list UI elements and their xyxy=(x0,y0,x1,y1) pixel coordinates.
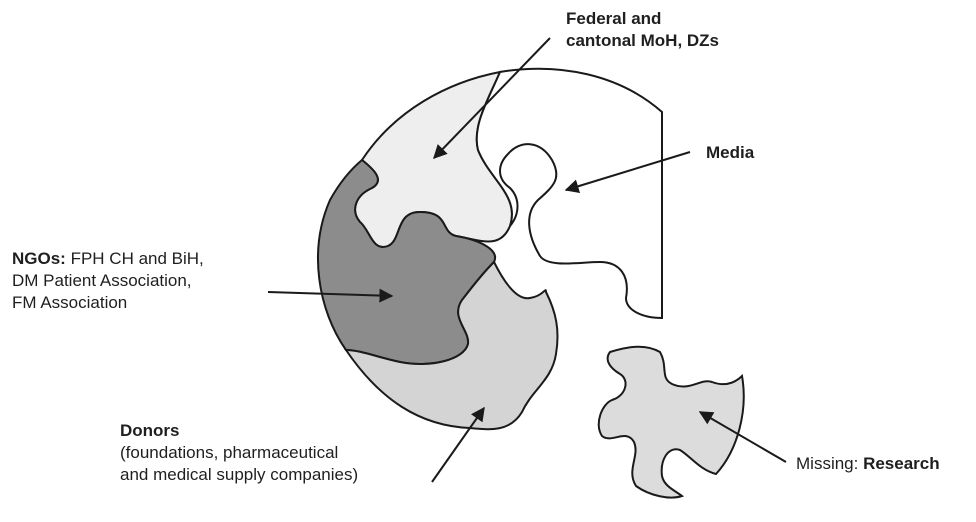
puzzle-piece-media xyxy=(475,67,663,320)
donors-label-line3: and medical supply companies) xyxy=(120,465,359,484)
arrow-donors xyxy=(431,406,485,483)
ngo-label-line3: FM Association xyxy=(12,293,128,312)
puzzle-piece-donors xyxy=(344,260,559,431)
federal-label-line2: cantonal MoH, DZs xyxy=(566,31,720,50)
donors-label: Donors (foundations, pharmaceutical and … xyxy=(120,420,358,486)
federal-label: Federal and cantonal MoH, DZs xyxy=(566,8,719,52)
missing-label-prefix: Missing: xyxy=(796,454,864,473)
ngo-label-bold: NGOs: xyxy=(12,249,66,268)
arrow-federal xyxy=(433,37,551,160)
ngo-label: NGOs: FPH CH and BiH, DM Patient Associa… xyxy=(12,248,204,314)
media-label: Media xyxy=(706,143,755,162)
puzzle-piece-research xyxy=(597,345,745,499)
ngo-label-line1: FPH CH and BiH, xyxy=(65,249,204,268)
missing-label: Missing: Research xyxy=(796,453,940,475)
donors-label-bold: Donors xyxy=(120,421,180,440)
arrow-ngo xyxy=(267,288,394,303)
arrow-missing xyxy=(698,411,787,463)
donors-label-line2: (foundations, pharmaceutical xyxy=(120,443,339,462)
ngo-label-line2: DM Patient Association, xyxy=(12,271,192,290)
arrow-media xyxy=(564,151,691,194)
federal-label-line1: Federal and xyxy=(566,9,662,28)
missing-label-bold: Research xyxy=(863,454,940,473)
